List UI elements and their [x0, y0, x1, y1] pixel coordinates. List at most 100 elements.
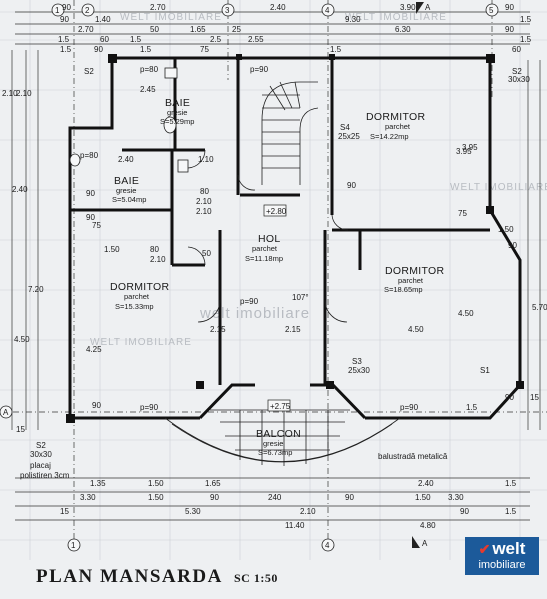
svg-text:p=90: p=90	[240, 297, 259, 306]
annotation-s2: S2	[84, 67, 94, 76]
watermark: welt imobiliare	[199, 305, 310, 322]
svg-text:2.10: 2.10	[300, 507, 316, 516]
section-mark: A	[422, 539, 428, 548]
svg-text:2.70: 2.70	[150, 3, 166, 12]
svg-text:15: 15	[530, 393, 539, 402]
svg-text:2.40: 2.40	[270, 3, 286, 12]
annotation-size: 30x30	[508, 75, 530, 84]
svg-text:p=80: p=80	[140, 65, 159, 74]
staircase	[261, 81, 319, 185]
svg-text:3.90: 3.90	[400, 3, 416, 12]
section-mark: A	[425, 3, 431, 12]
svg-text:9.30: 9.30	[345, 15, 361, 24]
svg-text:50: 50	[202, 249, 211, 258]
room-name-bedroom-2: DORMITOR	[110, 281, 169, 293]
room-name-balcony: BALCON	[256, 428, 301, 440]
svg-text:1.5: 1.5	[505, 479, 517, 488]
left-dimensions: 2.10 2.10 2.40 7.20 4.50 15 4.25 90 90	[2, 89, 102, 434]
axis-label: A	[3, 408, 9, 417]
room-area: S=14.22mp	[370, 132, 409, 141]
axis-label: 3	[225, 6, 230, 15]
watermark: WELT IMOBILIARE	[90, 337, 192, 348]
svg-text:4.25: 4.25	[86, 345, 102, 354]
annotation-material: polistiren 3cm	[20, 471, 70, 480]
svg-text:1.50: 1.50	[498, 225, 514, 234]
svg-text:3.30: 3.30	[80, 493, 96, 502]
axis-label: 1	[55, 6, 60, 15]
svg-text:2.10: 2.10	[196, 207, 212, 216]
svg-text:1.5: 1.5	[330, 45, 342, 54]
svg-text:240: 240	[268, 493, 282, 502]
svg-text:90: 90	[86, 213, 95, 222]
logo-line1: welt	[492, 539, 526, 558]
room-finish: gresie	[116, 186, 136, 195]
annotation-s2: S2	[512, 67, 522, 76]
top-dimensions: 90 2.70 2.40 3.90 90 90 1.40 9.30 1.5 2.…	[58, 3, 532, 54]
fixtures	[69, 67, 189, 173]
room-area: S=6.73mp	[258, 448, 292, 457]
annotations: S2 S2 30x30 S2 30x30 S4 25x25 S3 25x30 S…	[20, 67, 530, 480]
room-area: S=15.33mp	[115, 302, 154, 311]
plan-scale: SC 1:50	[234, 571, 278, 585]
svg-text:1.5: 1.5	[520, 35, 532, 44]
room-area: S=18.65mp	[384, 285, 423, 294]
svg-text:6.30: 6.30	[395, 25, 411, 34]
watermarks: WELT IMOBILIARE WELT IMOBILIARE welt imo…	[90, 12, 547, 348]
annotation-s1: S1	[480, 366, 490, 375]
svg-text:25: 25	[232, 25, 241, 34]
svg-text:4.50: 4.50	[14, 335, 30, 344]
svg-text:75: 75	[458, 209, 467, 218]
room-name-bedroom-3: DORMITOR	[385, 265, 444, 277]
svg-text:2.10: 2.10	[2, 89, 18, 98]
annotation-angle: 107°	[292, 293, 309, 302]
svg-text:1.50: 1.50	[415, 493, 431, 502]
axis-label: 5	[489, 6, 494, 15]
svg-text:1.50: 1.50	[148, 493, 164, 502]
doors	[187, 149, 349, 323]
svg-text:15: 15	[60, 507, 69, 516]
room-finish: parchet	[124, 292, 150, 301]
svg-text:15: 15	[16, 425, 25, 434]
logo-line2: imobiliare	[478, 559, 526, 571]
svg-text:90: 90	[210, 493, 219, 502]
annotation-size: 25x25	[338, 132, 360, 141]
axis-bubbles	[0, 3, 499, 552]
annotation-material: placaj	[30, 461, 51, 470]
plan-title-text: PLAN MANSARDA	[36, 566, 222, 587]
watermark: WELT IMOBILIARE	[345, 12, 447, 23]
svg-text:3.95: 3.95	[462, 143, 478, 152]
svg-text:2.15: 2.15	[210, 325, 226, 334]
room-finish: gresie	[263, 439, 283, 448]
svg-text:2.40: 2.40	[118, 155, 134, 164]
svg-text:90: 90	[460, 507, 469, 516]
svg-text:75: 75	[200, 45, 209, 54]
svg-text:90: 90	[505, 25, 514, 34]
level-marks: +2.80 +2.75	[263, 204, 291, 412]
svg-text:90: 90	[86, 189, 95, 198]
svg-text:4.50: 4.50	[458, 309, 474, 318]
svg-text:2.40: 2.40	[12, 185, 28, 194]
svg-text:80: 80	[200, 187, 209, 196]
svg-text:80: 80	[150, 245, 159, 254]
svg-text:90: 90	[62, 3, 71, 12]
room-name-bath-2: BAIE	[114, 175, 139, 187]
level-mark: +2.80	[266, 207, 287, 216]
svg-text:2.70: 2.70	[78, 25, 94, 34]
room-finish: parchet	[385, 122, 411, 131]
room-name-bath-1: BAIE	[165, 97, 190, 109]
svg-text:1.35: 1.35	[90, 479, 106, 488]
inner-dimensions: p=80 p=90 2.45 p=80 2.40 1.10 80 2.10 2.…	[80, 65, 478, 412]
room-finish: parchet	[398, 276, 424, 285]
svg-text:4.50: 4.50	[408, 325, 424, 334]
walls	[68, 56, 522, 420]
svg-text:4.80: 4.80	[420, 521, 436, 530]
svg-text:5.70: 5.70	[532, 303, 547, 312]
annotation-railing: balustradă metalică	[378, 452, 448, 461]
section-arrows	[412, 2, 424, 548]
svg-text:75: 75	[92, 221, 101, 230]
svg-text:2.10: 2.10	[196, 197, 212, 206]
svg-text:1.5: 1.5	[130, 35, 142, 44]
room-finish: gresie	[167, 108, 187, 117]
svg-text:1.5: 1.5	[466, 403, 478, 412]
svg-text:1.5: 1.5	[505, 507, 517, 516]
